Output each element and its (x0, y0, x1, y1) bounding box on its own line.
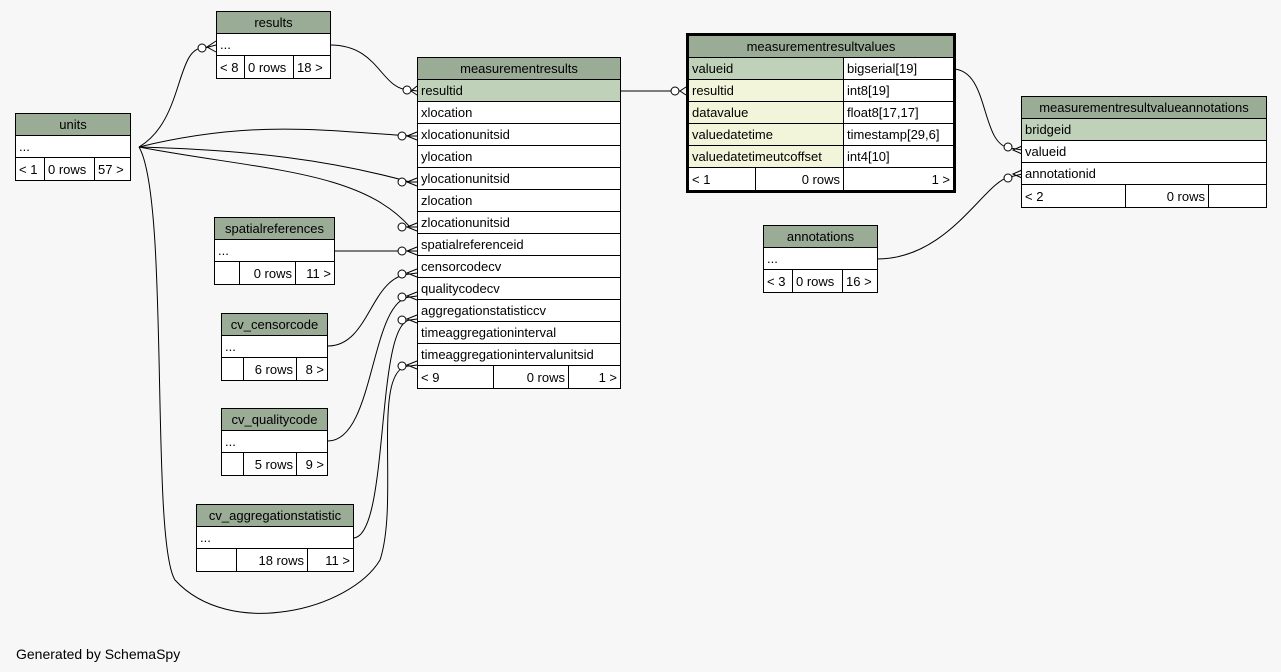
column-valueid: valueid (1025, 144, 1067, 159)
table-cv_censorcode-parents (222, 358, 243, 380)
table-results-parents: < 8 (220, 59, 239, 75)
column-zlocation: zlocation (421, 193, 473, 208)
table-annotations-header: annotations (764, 226, 877, 247)
table-results-children: 18 > (293, 56, 330, 78)
table-cv_qualitycode-rows: ... (225, 434, 236, 449)
table-cv_censorcode-rows: ... (225, 339, 236, 354)
column-valueid-type: bigserial[19] (843, 58, 953, 79)
column-valuedatetime-type: timestamp[29,6] (843, 124, 953, 145)
link-cv_aggregationstatistic (352, 318, 418, 539)
column-valuedatetimeutcoffset-type: int4[10] (843, 146, 953, 167)
table-annotations-parents: < 3 (767, 273, 786, 289)
table-cv_censorcode-header: cv_censorcode (222, 314, 327, 335)
table-cv_aggregationstatistic[interactable]: cv_aggregationstatistic ... 18 rows 11 > (196, 504, 354, 572)
column-resultid: resultid (418, 80, 620, 101)
table-units-header: units (16, 114, 130, 135)
table-cv_qualitycode-children: 9 > (296, 453, 327, 475)
table-units-rows: ... (19, 139, 30, 154)
table-cv_censorcode-children: 8 > (296, 358, 327, 380)
table-cv_aggregationstatistic-header: cv_aggregationstatistic (197, 505, 353, 526)
column-valuedatetime: valuedatetime (689, 124, 843, 145)
table-units-children: 57 > (94, 158, 130, 180)
table-cv_qualitycode-parents (222, 453, 243, 475)
column-xlocationunitsid: xlocationunitsid (421, 127, 510, 142)
table-measurementresultvalueannotations-children (1208, 185, 1266, 207)
generated-by-footer: Generated by SchemaSpy (16, 646, 181, 662)
table-cv_aggregationstatistic-children: 11 > (307, 549, 353, 571)
link-units-timeaggregationintervalunitsid (138, 146, 418, 614)
table-units-parents: < 1 (19, 161, 38, 177)
link-results-units (138, 44, 217, 148)
table-spatialreferences-header: spatialreferences (215, 218, 334, 239)
table-annotations-children: 16 > (842, 270, 877, 292)
table-measurementresults-rowcount: 0 rows (493, 366, 568, 388)
table-results-rows: ... (220, 37, 231, 52)
table-measurementresultvalues-rowcount: 0 rows (755, 168, 843, 190)
table-measurementresults-header: measurementresults (418, 58, 620, 79)
table-cv_censorcode[interactable]: cv_censorcode ... 6 rows 8 > (221, 313, 328, 381)
column-timeaggregationintervalunitsid: timeaggregationintervalunitsid (421, 347, 594, 362)
table-measurementresultvalueannotations[interactable]: measurementresultvalueannotations bridge… (1021, 96, 1267, 208)
link-units-zlocationunitsid (138, 146, 417, 228)
table-annotations-rows: ... (767, 251, 778, 266)
table-spatialreferences-parents (215, 262, 239, 284)
table-results[interactable]: results ... < 8 0 rows 18 > (216, 11, 331, 79)
table-measurementresultvalues-parents: < 1 (692, 171, 711, 187)
table-spatialreferences-children: 11 > (295, 262, 334, 284)
table-cv_aggregationstatistic-rowcount: 18 rows (236, 549, 307, 571)
table-units[interactable]: units ... < 1 0 rows 57 > (15, 113, 131, 181)
table-measurementresults-parents: < 9 (421, 369, 440, 385)
table-spatialreferences-rowcount: 0 rows (239, 262, 295, 284)
table-measurementresultvalueannotations-parents: < 2 (1025, 188, 1044, 204)
table-annotations[interactable]: annotations ... < 3 0 rows 16 > (763, 225, 878, 293)
link-measurementresults-results (329, 44, 418, 92)
column-annotationid: annotationid (1025, 166, 1096, 181)
column-bridgeid: bridgeid (1022, 119, 1266, 140)
table-measurementresultvalues[interactable]: measurementresultvalues valueid bigseria… (686, 33, 956, 193)
link-cv_censorcode (327, 272, 418, 347)
column-xlocation: xlocation (421, 105, 473, 120)
link-units-xlocationunitsid (138, 128, 417, 148)
table-measurementresults-children: 1 > (568, 366, 620, 388)
link-annotation-valueid (952, 68, 1023, 151)
column-spatialreferenceid: spatialreferenceid (421, 237, 524, 252)
table-cv_qualitycode-rowcount: 5 rows (243, 453, 296, 475)
column-aggregationstatisticcv: aggregationstatisticcv (421, 303, 547, 318)
table-cv_qualitycode-header: cv_qualitycode (222, 409, 327, 430)
table-measurementresultvalueannotations-header: measurementresultvalueannotations (1022, 97, 1266, 118)
column-ylocation: ylocation (421, 149, 473, 164)
column-resultid-type: int8[19] (843, 80, 953, 101)
table-cv_aggregationstatistic-parents (197, 549, 236, 571)
column-censorcodecv: censorcodecv (421, 259, 502, 274)
table-measurementresultvalues-children: 1 > (843, 168, 953, 190)
table-cv_aggregationstatistic-rows: ... (200, 530, 211, 545)
column-valuedatetimeutcoffset: valuedatetimeutcoffset (689, 146, 843, 167)
table-results-header: results (217, 12, 330, 33)
column-timeaggregationinterval: timeaggregationinterval (421, 325, 557, 340)
table-spatialreferences-rows: ... (218, 243, 229, 258)
column-datavalue: datavalue (689, 102, 843, 123)
column-datavalue-type: float8[17,17] (843, 102, 953, 123)
column-resultid: resultid (689, 80, 843, 101)
table-units-rowcount: 0 rows (44, 158, 94, 180)
table-results-rowcount: 0 rows (244, 56, 293, 78)
table-cv_qualitycode[interactable]: cv_qualitycode ... 5 rows 9 > (221, 408, 328, 476)
column-ylocationunitsid: ylocationunitsid (421, 171, 510, 186)
table-annotations-rowcount: 0 rows (792, 270, 842, 292)
table-measurementresultvalueannotations-rowcount: 0 rows (1125, 185, 1208, 207)
table-spatialreferences[interactable]: spatialreferences ... 0 rows 11 > (214, 217, 335, 285)
link-units-ylocationunitsid (138, 146, 417, 183)
table-measurementresultvalues-header: measurementresultvalues (689, 36, 953, 57)
column-zlocationunitsid: zlocationunitsid (421, 215, 510, 230)
table-measurementresults[interactable]: measurementresults resultid xlocation xl… (417, 57, 621, 389)
column-qualitycodecv: qualitycodecv (421, 281, 500, 296)
column-valueid: valueid (689, 58, 843, 79)
table-cv_censorcode-rowcount: 6 rows (243, 358, 296, 380)
